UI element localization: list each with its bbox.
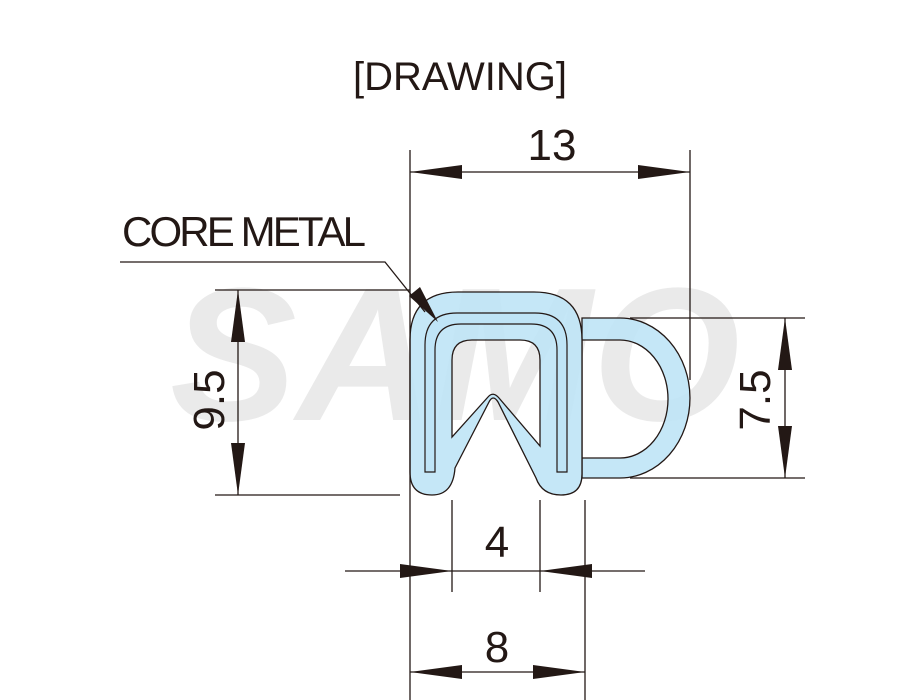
svg-text:7.5: 7.5 xyxy=(731,369,780,430)
svg-text:13: 13 xyxy=(528,121,577,170)
dimension-9-5: 9.5 xyxy=(185,289,410,496)
drawing-title: [DRAWING] xyxy=(353,55,567,99)
core-metal xyxy=(424,312,568,473)
dimension-8: 8 xyxy=(409,500,585,700)
watermark-logo: SAMO xyxy=(170,249,740,461)
leader-arrow xyxy=(409,287,438,322)
dimension-4: 4 xyxy=(345,500,645,700)
dimension-7-5: 7.5 xyxy=(630,317,805,479)
core-metal-callout: CORE METAL xyxy=(120,208,438,322)
rubber-profile xyxy=(409,291,691,496)
svg-text:8: 8 xyxy=(485,623,509,672)
bulb-seal xyxy=(581,317,691,479)
dimension-13: 13 xyxy=(409,121,691,500)
svg-text:4: 4 xyxy=(485,518,509,567)
u-channel xyxy=(409,291,583,496)
svg-text:CORE METAL: CORE METAL xyxy=(122,208,366,255)
svg-text:9.5: 9.5 xyxy=(185,369,234,430)
